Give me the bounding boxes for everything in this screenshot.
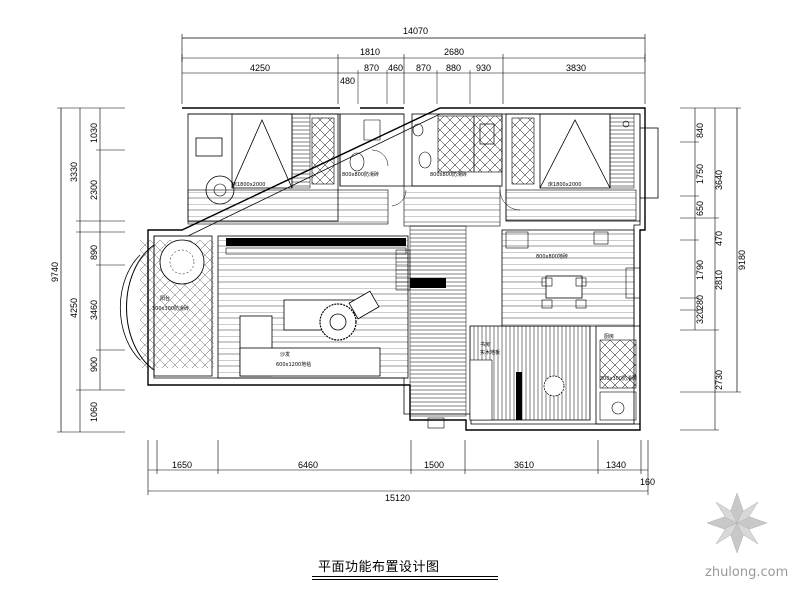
top-seg-4: 3830 [566,63,586,73]
left-seg-1: 3330 [69,162,79,182]
top-sub-6: 930 [476,63,491,73]
bath-right-label: 800x800防滑砖 [430,171,467,178]
top-seg-2: 1810 [360,47,380,57]
kitchen-sub-label: 300x300防滑砖 [600,375,637,382]
right-sub-7: 320 [695,309,705,324]
bottom-extra-value: 160 [640,477,655,487]
left-sub-5: 900 [89,357,99,372]
bottom-seg-2: 6460 [298,460,318,470]
bathroom-right: 800x800防滑砖 [411,113,503,187]
left-sub-1: 1030 [89,123,99,143]
right-seg-2: 2810 [714,270,724,290]
bathroom-left: 800x800防滑砖 [339,113,405,187]
watermark-text: zhulong.com [705,565,789,580]
left-sub-3: 890 [89,245,99,260]
right-dimension-overall: 9180 [680,107,747,393]
title-underline [312,576,498,577]
right-sub-1: 840 [695,123,705,138]
right-sub-5: 1790 [695,260,705,280]
top-dimension-segments: 4250 1810 2680 3830 480 870 460 870 880 … [181,47,646,104]
bed-left-label: 床1800x2000 [232,181,265,188]
study-label: 书房 [480,341,490,348]
bed-right-label: 床1800x2000 [548,181,581,188]
right-sub-3: 650 [695,201,705,216]
watermark-logo-icon [706,492,768,554]
top-sub-1: 480 [340,76,355,86]
top-sub-5: 880 [446,63,461,73]
sofa-label: 沙发 [280,351,290,358]
balcony-floor-label: 300x300防滑砖 [152,305,189,312]
bottom-seg-3: 1500 [424,460,444,470]
bath-left-label: 800x800防滑砖 [342,171,379,178]
top-seg-3: 2680 [444,47,464,57]
left-sub-4: 3460 [89,300,99,320]
balcony-label: 阳台 [160,295,170,302]
corridor [391,185,521,417]
right-sub-6: 280 [695,295,705,310]
left-seg-2: 4250 [69,298,79,318]
top-sub-2: 870 [364,63,379,73]
right-dimension-segments: 3640 2810 2730 840 1750 650 470 1790 280… [680,108,724,431]
balcony-left: 阳台 300x300防滑砖 [119,235,214,377]
sofa-sub-label: 600x1200地毯 [276,361,311,368]
title-underline-thin [312,579,498,580]
bedroom-left: 床1800x2000 [187,113,389,225]
top-overall-value: 14070 [403,26,428,36]
bottom-dimension-segments: 1650 6460 1500 3610 1340 [148,440,648,474]
bedroom-right: 床1800x2000 [505,113,659,222]
bottom-seg-4: 3610 [514,460,534,470]
drawing-title: 平面功能布置设计图 [318,560,440,575]
left-seg-3: 1060 [89,402,99,422]
dining-label: 800x800地砖 [536,253,568,260]
right-overall-value: 9180 [737,250,747,270]
top-sub-4: 870 [416,63,431,73]
study-room: 书房 实木地板 [469,325,591,421]
left-dimension-overall: 9740 [50,107,125,433]
top-sub-3: 460 [388,63,403,73]
dining-area: 800x800地砖 [501,229,641,327]
study-sub-label: 实木地板 [480,349,500,356]
living-room: 沙发 600x1200地毯 [217,235,409,379]
left-overall-value: 9740 [50,262,60,282]
left-sub-2: 2300 [89,180,99,200]
top-seg-1: 4250 [250,63,270,73]
bottom-seg-1: 1650 [172,460,192,470]
bottom-overall-value: 15120 [385,493,410,503]
bottom-seg-5: 1340 [606,460,626,470]
top-dimension-overall: 14070 [181,26,646,62]
left-dimension-segments: 3330 4250 1060 1030 2300 890 3460 900 [69,108,125,432]
right-sub-4: 470 [714,231,724,246]
entry-area [395,249,446,429]
right-sub-2: 1750 [695,164,705,184]
kitchen-label: 厨房 [604,333,614,340]
right-seg-3: 2730 [714,370,724,390]
bottom-dimension-overall: 15120 160 [147,440,655,503]
right-seg-1: 3640 [714,170,724,190]
kitchen: 厨房 300x300防滑砖 [595,325,641,425]
